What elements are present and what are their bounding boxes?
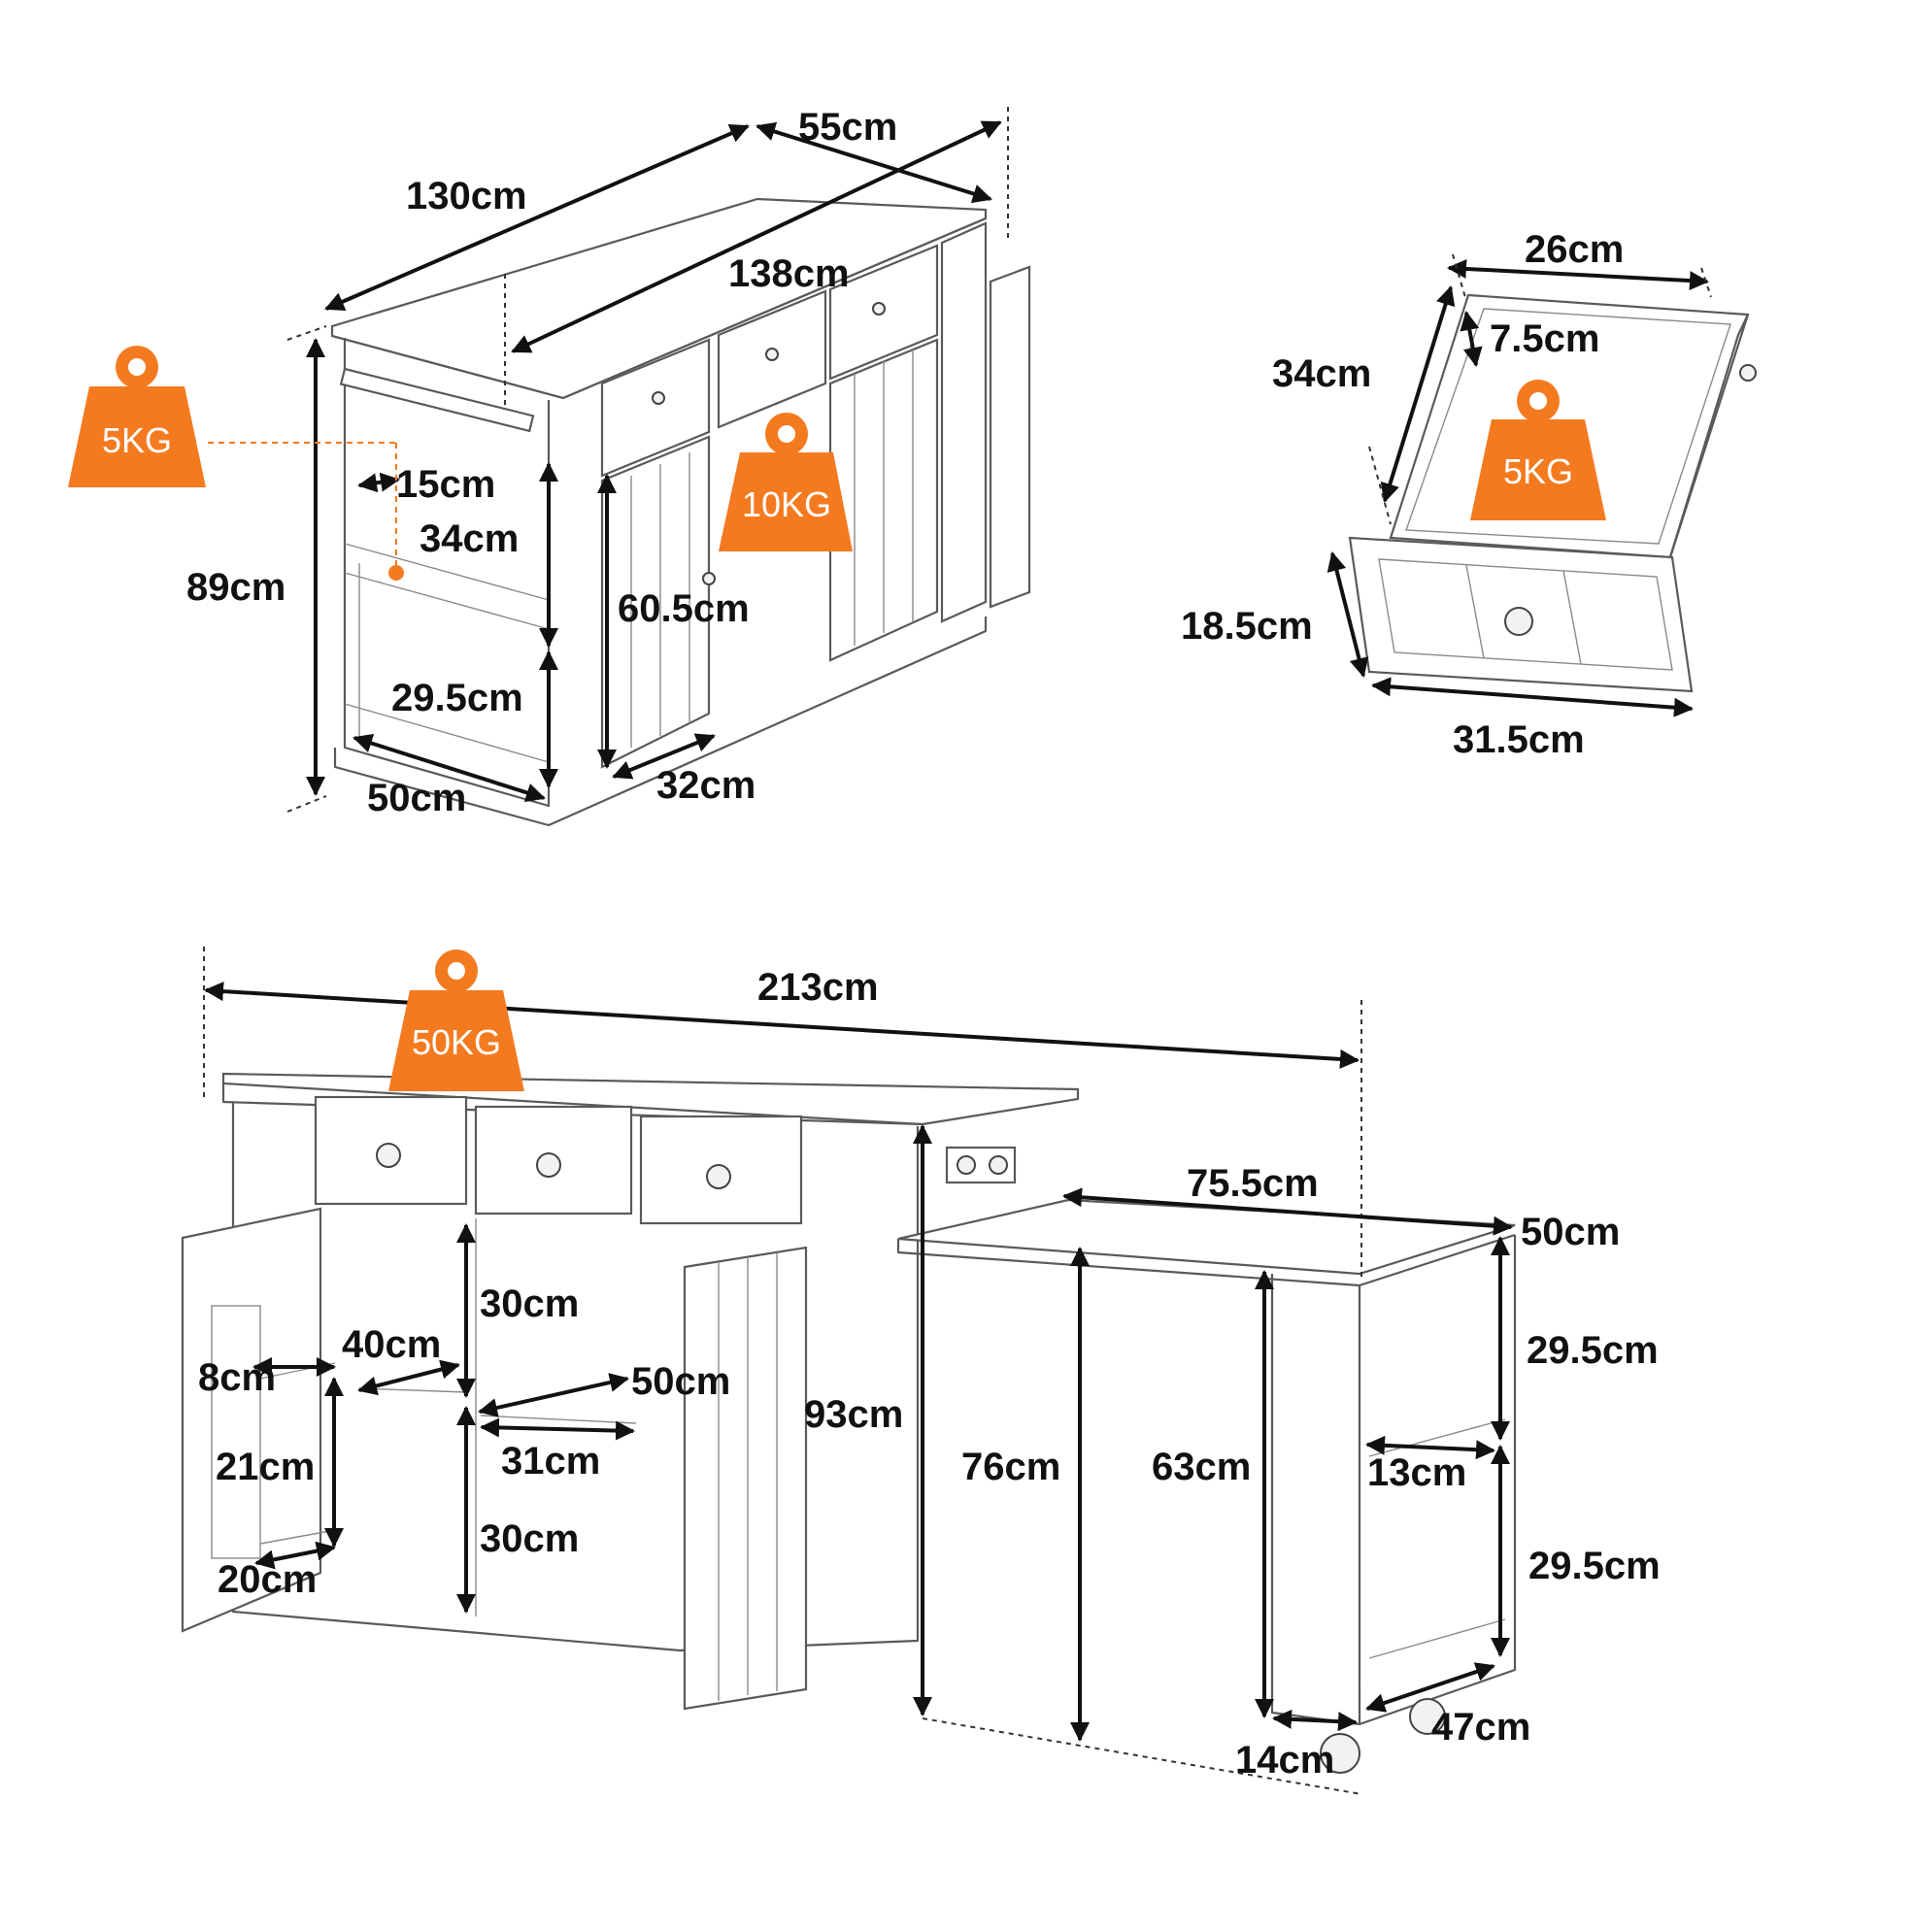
dim-34cm-shelf: 34cm	[420, 517, 519, 560]
dim-89cm: 89cm	[186, 566, 285, 609]
weight-icon-5kg-towel-bar: 5KG	[68, 346, 404, 581]
dim-31cm: 31cm	[501, 1440, 600, 1482]
drawer-dimensions	[1326, 253, 1712, 717]
dim-18-5cm: 18.5cm	[1181, 605, 1313, 648]
dim-30cm-upper: 30cm	[480, 1282, 579, 1325]
dim-21cm: 21cm	[216, 1446, 315, 1488]
svg-text:5KG: 5KG	[102, 420, 172, 460]
dim-14cm: 14cm	[1235, 1739, 1334, 1782]
dim-50cm-extension: 50cm	[1521, 1211, 1620, 1253]
dim-50cm-base: 50cm	[367, 777, 466, 819]
dim-50cm-inner: 50cm	[631, 1360, 730, 1403]
dim-20cm: 20cm	[218, 1558, 317, 1601]
dim-29-5cm-upper: 29.5cm	[1527, 1329, 1659, 1372]
dim-93cm: 93cm	[804, 1393, 903, 1436]
dim-26cm: 26cm	[1525, 228, 1624, 271]
dim-8cm: 8cm	[198, 1356, 276, 1399]
svg-text:50KG: 50KG	[412, 1022, 501, 1062]
dim-130cm: 130cm	[406, 175, 527, 217]
closed-island-drawing	[330, 197, 1031, 827]
dim-75-5cm: 75.5cm	[1187, 1162, 1319, 1205]
dim-47cm: 47cm	[1431, 1706, 1530, 1749]
dim-138cm: 138cm	[728, 252, 850, 295]
dim-32cm: 32cm	[656, 764, 756, 807]
closed-island-dimensions	[286, 107, 1009, 813]
dim-213cm: 213cm	[757, 966, 879, 1009]
weight-icon-10kg-cabinet: 10KG	[719, 413, 853, 551]
dim-30cm-lower: 30cm	[480, 1517, 579, 1560]
weight-icon-5kg-drawer: 5KG	[1470, 380, 1606, 520]
weight-icon-50kg-tabletop: 50KG	[388, 949, 524, 1091]
dim-76cm: 76cm	[961, 1446, 1060, 1488]
dim-31-5cm: 31.5cm	[1453, 718, 1585, 761]
dim-55cm: 55cm	[798, 106, 897, 149]
dim-29-5cm-shelf: 29.5cm	[391, 677, 523, 719]
dim-40cm: 40cm	[342, 1323, 441, 1366]
open-island-dimensions	[203, 947, 1513, 1795]
svg-text:5KG: 5KG	[1503, 451, 1573, 491]
dim-7-5cm: 7.5cm	[1490, 317, 1599, 360]
dim-15cm: 15cm	[396, 463, 495, 506]
svg-text:10KG: 10KG	[742, 484, 831, 524]
dim-29-5cm-lower: 29.5cm	[1528, 1545, 1661, 1587]
dim-13cm: 13cm	[1367, 1451, 1466, 1494]
dim-60-5cm: 60.5cm	[618, 587, 750, 630]
dim-63cm: 63cm	[1152, 1446, 1251, 1488]
dim-34cm-drawer: 34cm	[1272, 352, 1371, 395]
